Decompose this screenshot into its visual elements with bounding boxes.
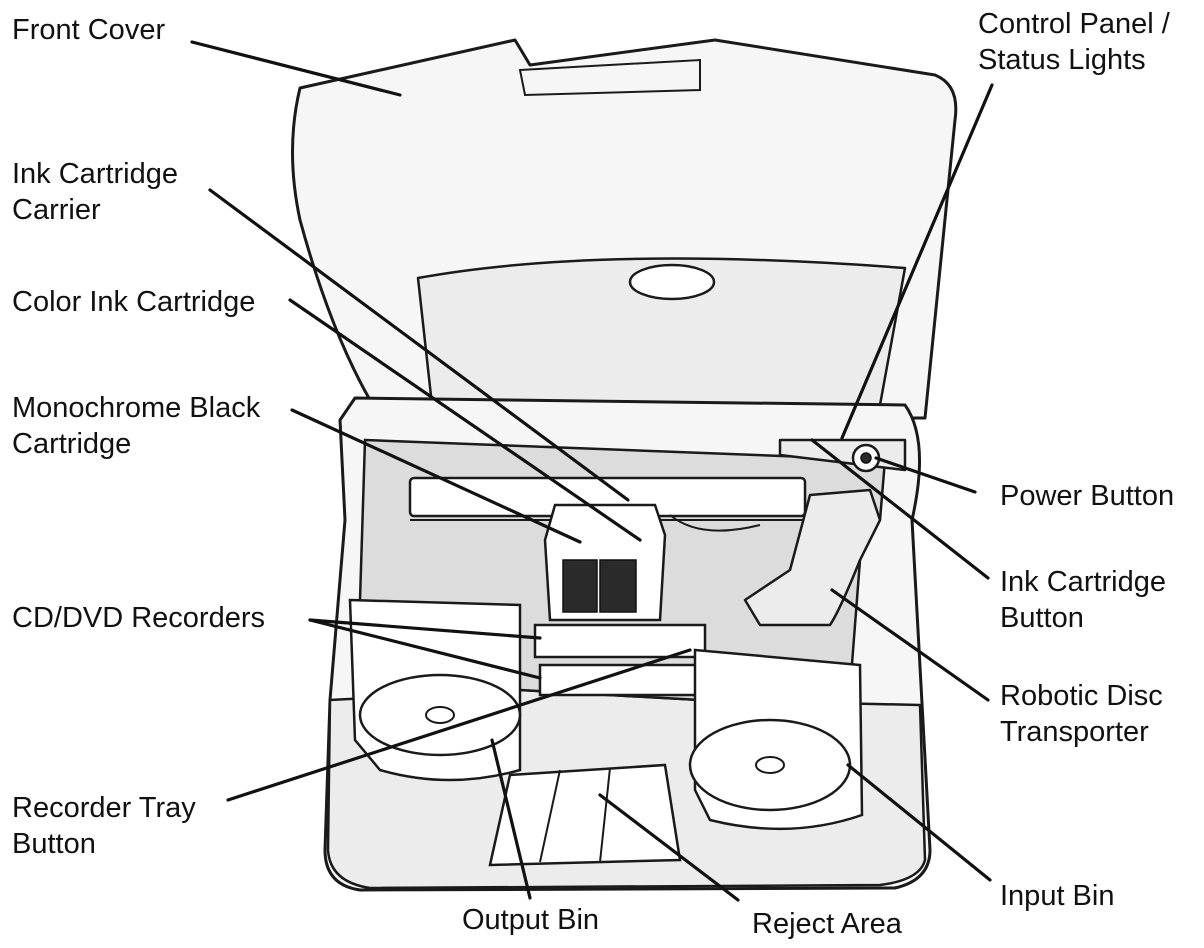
leader-input-bin (846, 763, 992, 882)
leader-carrier (208, 188, 630, 502)
label-recorder-tray-button-line2: Button (12, 828, 96, 860)
label-control-panel-line2: Status Lights (978, 44, 1146, 76)
label-color-ink-cartridge: Color Ink Cartridge (12, 284, 255, 320)
reject-groove-1 (539, 769, 561, 863)
label-recorder-tray-button: Recorder Tray Button (12, 790, 196, 862)
cover-thumb-grip (628, 263, 716, 301)
recorder-drawer-top (533, 623, 707, 659)
leader-recorders-b (308, 618, 542, 680)
label-monochrome-black-cartridge-line1: Monochrome Black (12, 392, 261, 424)
leader-front-cover (190, 40, 402, 97)
label-monochrome-black-cartridge: Monochrome Black Cartridge (12, 390, 260, 462)
leader-reject-area (598, 793, 740, 902)
label-input-bin: Input Bin (1000, 878, 1114, 914)
color-cartridge-shape (562, 559, 598, 613)
output-disc-hole (425, 706, 455, 724)
label-output-bin-line1: Output Bin (462, 904, 600, 936)
cover-inner-panel (416, 257, 907, 407)
leader-recorder-tray (226, 648, 692, 802)
label-power-button: Power Button (1000, 478, 1174, 514)
leader-lines (190, 40, 994, 902)
power-button-center (860, 452, 872, 464)
label-robotic-disc-transporter: Robotic Disc Transporter (1000, 678, 1163, 750)
leader-black-cartridge (290, 408, 582, 544)
reject-area-shape (488, 763, 682, 867)
label-color-ink-cartridge-line1: Color Ink Cartridge (12, 286, 256, 318)
label-robotic-disc-transporter-line2: Transporter (1000, 716, 1149, 748)
robotic-arm-shape (743, 488, 882, 627)
label-control-panel-line1: Control Panel / (978, 8, 1170, 40)
label-monochrome-black-cartridge-line2: Cartridge (12, 428, 132, 460)
ribbon-cable (669, 514, 761, 532)
label-power-button-line1: Power Button (1000, 480, 1175, 512)
label-ink-cartridge-carrier-line2: Carrier (12, 194, 101, 226)
leader-control-panel (840, 83, 994, 440)
black-cartridge-shape (599, 559, 637, 613)
input-disc (688, 718, 852, 812)
label-cd-dvd-recorders: CD/DVD Recorders (12, 600, 265, 636)
label-robotic-disc-transporter-line1: Robotic Disc (1000, 680, 1163, 712)
label-cd-dvd-recorders-line1: CD/DVD Recorders (12, 602, 265, 634)
label-output-bin: Output Bin (462, 902, 599, 938)
output-disc (358, 673, 522, 757)
leader-ink-button (810, 438, 990, 580)
label-recorder-tray-button-line1: Recorder Tray (12, 792, 196, 824)
leader-color-cartridge (288, 298, 642, 542)
label-input-bin-line1: Input Bin (1000, 880, 1115, 912)
label-ink-cartridge-button-line1: Ink Cartridge (1000, 566, 1167, 598)
leader-robotic (830, 588, 990, 702)
leader-recorders-a (308, 618, 542, 640)
label-control-panel: Control Panel / Status Lights (978, 6, 1170, 78)
label-ink-cartridge-button: Ink Cartridge Button (1000, 564, 1166, 636)
label-ink-cartridge-carrier: Ink Cartridge Carrier (12, 156, 178, 228)
label-front-cover-line1: Front Cover (12, 14, 166, 46)
leader-output-bin (490, 738, 532, 900)
cover-handle-recess (518, 58, 701, 97)
input-disc-hole (755, 756, 785, 774)
label-ink-cartridge-button-line2: Button (1000, 602, 1084, 634)
label-reject-area: Reject Area (752, 906, 902, 942)
label-ink-cartridge-carrier-line1: Ink Cartridge (12, 158, 179, 190)
reject-groove-2 (599, 767, 611, 863)
label-reject-area-line1: Reject Area (752, 908, 902, 940)
label-front-cover: Front Cover (12, 12, 165, 48)
leader-power-button (874, 456, 977, 494)
